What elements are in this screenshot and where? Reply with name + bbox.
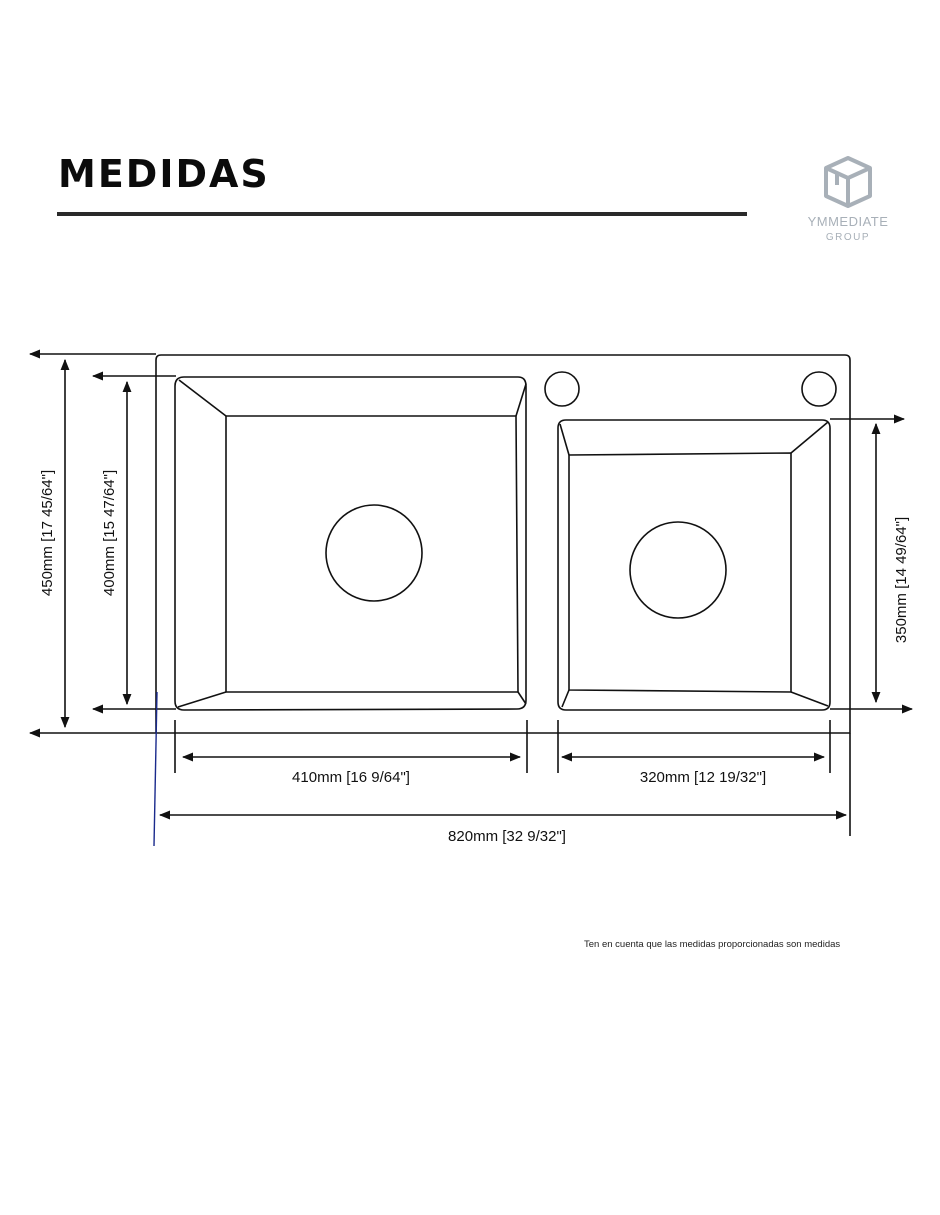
label-overall-width: 820mm [32 9/32"] [448,828,566,845]
right-drain [629,521,727,619]
disclaimer-note: Ten en cuenta que las medidas proporcion… [584,938,884,952]
label-overall-height: 450mm [17 45/64"] [39,470,56,596]
title-divider [57,212,747,216]
page-title: MEDIDAS [58,152,270,196]
left-bowl [174,376,527,711]
disclaimer-line: Ten en cuenta que las medidas proporcion… [584,939,841,950]
brand-logo: YMMEDIATE GROUP [800,152,896,252]
label-left-bowl-width: 410mm [16 9/64"] [292,769,410,786]
blue-guide-line [153,691,158,847]
label-right-bowl-width: 320mm [12 19/32"] [640,769,766,786]
label-right-bowl-height: 350mm [14 49/64"] [893,517,910,643]
cube-logo-icon [824,156,872,208]
faucet-hole-1 [544,371,580,407]
faucet-hole-2 [801,371,837,407]
left-drain [325,504,423,602]
label-left-bowl-height: 400mm [15 47/64"] [101,470,118,596]
brand-name: YMMEDIATE [807,214,889,229]
brand-subtitle: GROUP [825,232,871,243]
sink-outline [155,354,851,734]
right-bowl [557,419,831,711]
